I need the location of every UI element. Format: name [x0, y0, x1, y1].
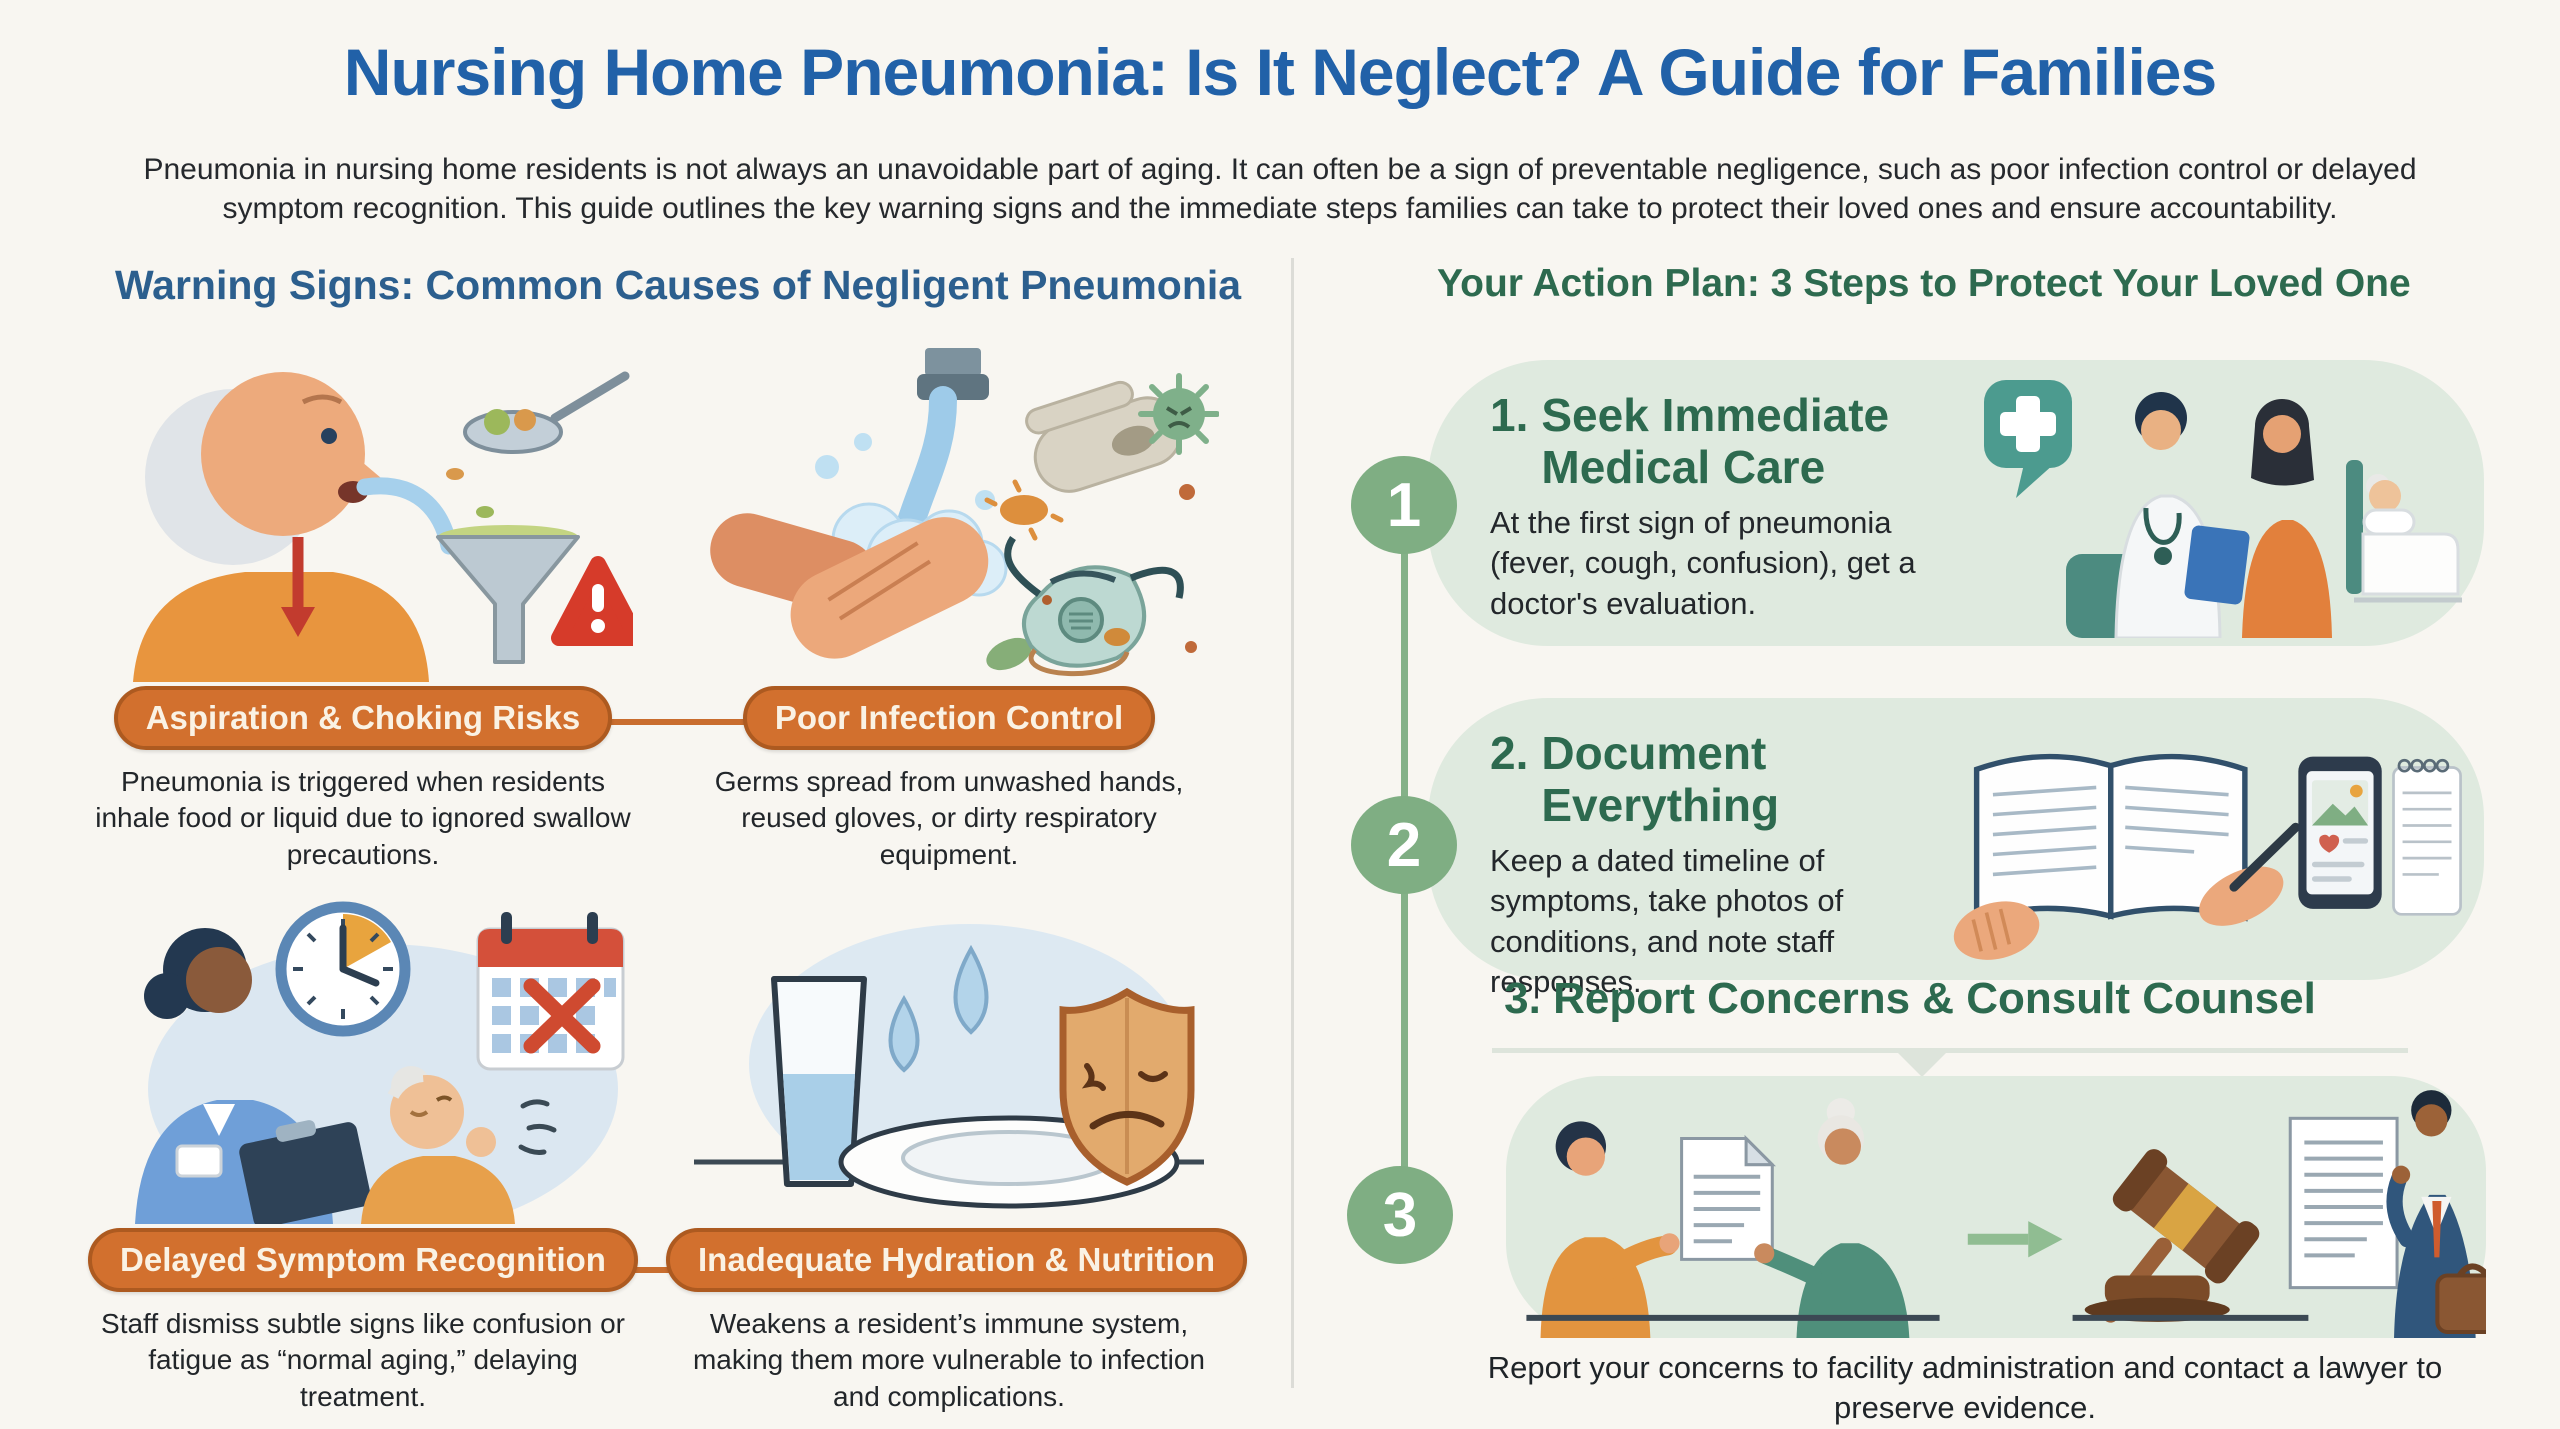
step-3-divider	[1492, 1048, 2408, 1053]
delayed-symptoms-illustration-icon	[80, 872, 646, 1224]
warning-desc-infection: Germs spread from unwashed hands, reused…	[714, 766, 1184, 870]
warning-desc-hydration: Weakens a resident’s immune system, maki…	[692, 1308, 1206, 1412]
nurse-clock-calendar-icon	[135, 901, 625, 1224]
step-3-title: Report Concerns & Consult Counsel	[1553, 974, 2316, 1023]
step-2-number-badge: 2	[1351, 796, 1457, 894]
elderly-man-aspiration-icon	[133, 371, 633, 682]
step-3-number-label: 3.	[1504, 974, 1541, 1023]
warning-pill-infection: Poor Infection Control	[742, 686, 1156, 750]
action-section-header: Your Action Plan: 3 Steps to Protect You…	[1437, 262, 2411, 305]
aspiration-illustration-icon	[80, 330, 646, 682]
step-2-title: Document Everything	[1541, 727, 1780, 831]
step-1-description: At the first sign of pneumonia (fever, c…	[1490, 505, 1916, 621]
column-divider	[1291, 258, 1294, 1388]
step-3-description: Report your concerns to facility adminis…	[1487, 1350, 2443, 1425]
warning-desc-delayed-symptoms: Staff dismiss subtle signs like confusio…	[101, 1308, 625, 1412]
infection-illustration-icon	[666, 330, 1232, 682]
pill-connector-row1	[555, 719, 765, 725]
warning-item-hydration: Inadequate Hydration & Nutrition Weakens…	[666, 872, 1248, 1415]
warning-item-infection: Poor Infection Control Germs spread from…	[666, 330, 1232, 873]
page-title: Nursing Home Pneumonia: Is It Neglect? A…	[343, 35, 2217, 109]
warning-desc-aspiration: Pneumonia is triggered when residents in…	[95, 766, 631, 870]
water-plate-shield-icon	[694, 924, 1204, 1209]
notebook-writing-phone-icon	[1953, 753, 2462, 960]
step-2-description: Keep a dated timeline of symptoms, take …	[1490, 843, 1844, 999]
step-3-number-badge: 3	[1347, 1166, 1453, 1264]
warning-pill-aspiration: Aspiration & Choking Risks	[113, 686, 613, 750]
page-subtitle: Pneumonia in nursing home residents is n…	[143, 153, 2417, 225]
step-3-heading: 3. Report Concerns & Consult Counsel	[1330, 974, 2490, 1024]
action-step-1-panel: 1. Seek Immediate Medical Care At the fi…	[1428, 360, 2484, 646]
legal-illustration-icon	[1506, 1076, 2514, 1343]
step-2-number-label: 2.	[1490, 727, 1529, 779]
warning-item-delayed-symptoms: Delayed Symptom Recognition Staff dismis…	[80, 872, 646, 1415]
pill-connector-row2	[555, 1267, 765, 1273]
report-gavel-lawyer-icon	[1526, 1090, 2514, 1338]
chevron-down-icon	[1898, 1053, 1946, 1077]
action-step-3-panel	[1506, 1076, 2514, 1338]
step-1-number-label: 1.	[1490, 389, 1529, 441]
warning-pill-delayed-symptoms: Delayed Symptom Recognition	[88, 1228, 638, 1292]
handwashing-germs-icon	[710, 348, 1219, 676]
hydration-illustration-icon	[666, 872, 1232, 1224]
action-step-2-panel: 2. Document Everything Keep a dated time…	[1428, 698, 2484, 999]
warning-pill-hydration: Inadequate Hydration & Nutrition	[666, 1228, 1248, 1292]
warning-item-aspiration: Aspiration & Choking Risks Pneumonia is …	[80, 330, 646, 873]
documentation-illustration-icon	[1886, 706, 2466, 979]
warning-section-header: Warning Signs: Common Causes of Negligen…	[115, 262, 1242, 308]
doctor-family-bedside-icon	[1984, 380, 2462, 640]
step-1-number-badge: 1	[1351, 456, 1457, 554]
medical-care-illustration-icon	[1966, 368, 2466, 643]
step-1-title: Seek Immediate Medical Care	[1541, 389, 1890, 493]
